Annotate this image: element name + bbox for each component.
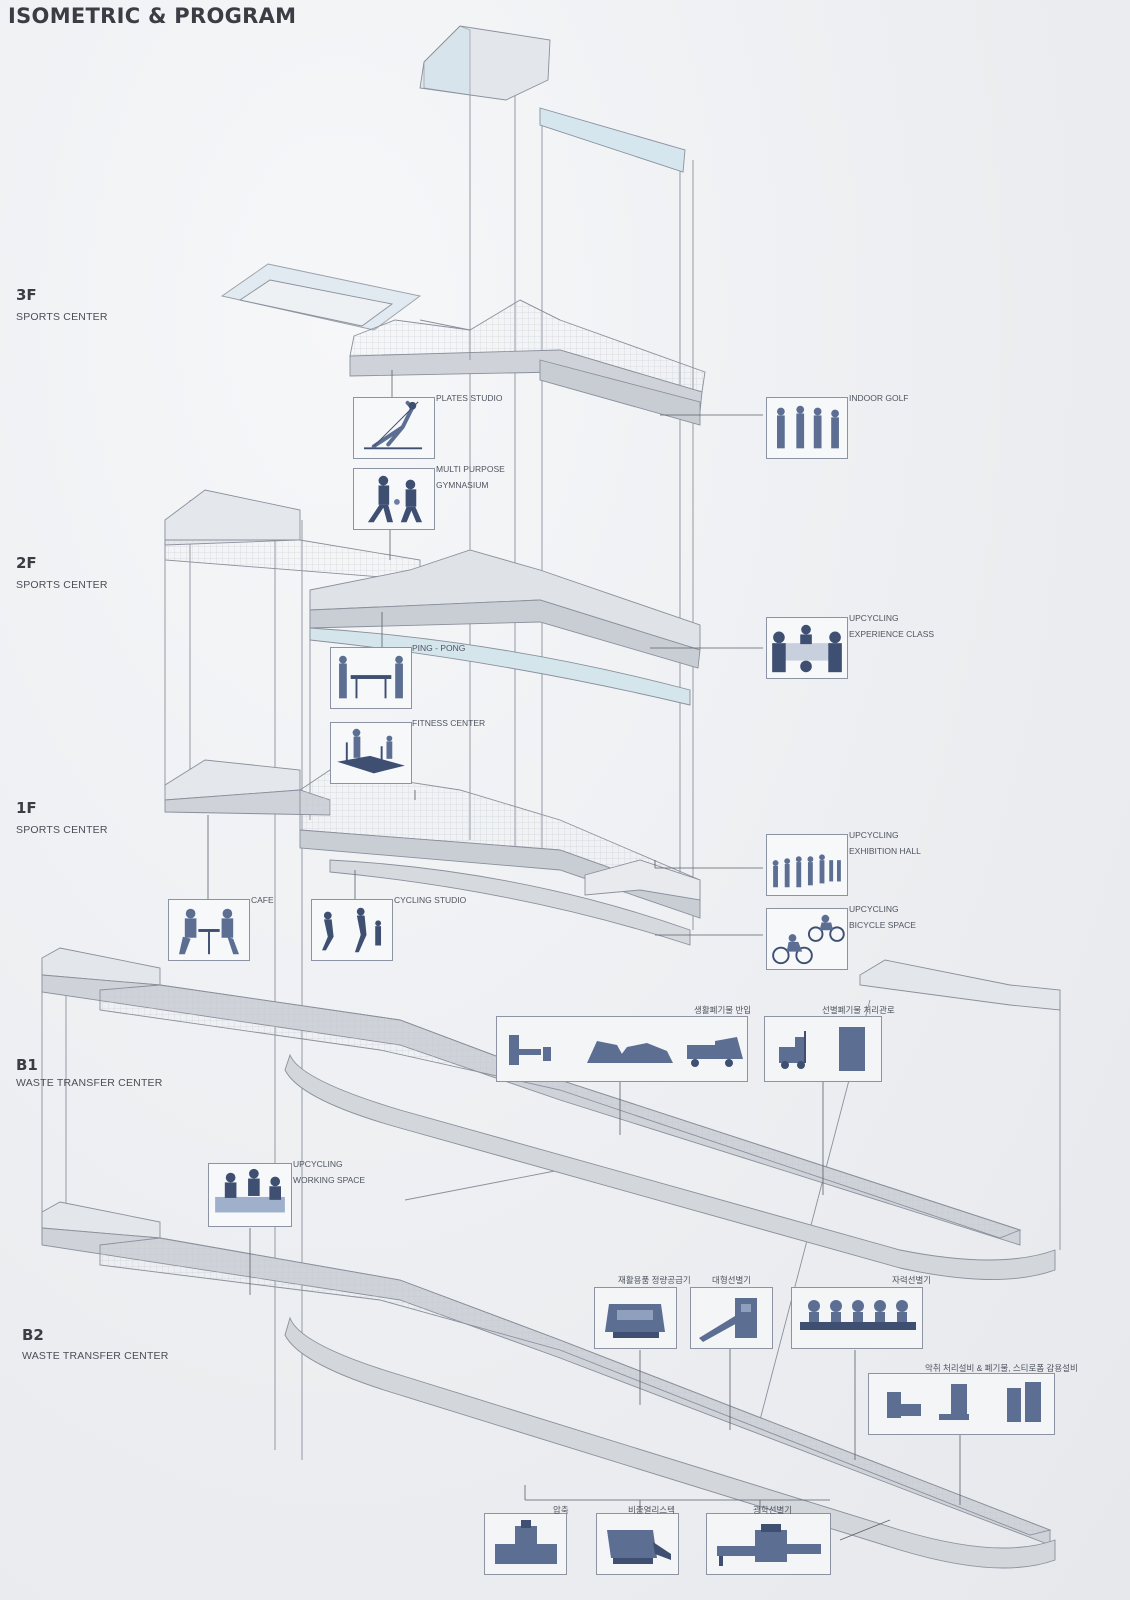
pilates-label: PLATES STUDIO: [436, 393, 503, 403]
recycling-feeder-label: 재활용품 정량공급기: [618, 1275, 691, 1285]
experience-label-line2: EXPERIENCE CLASS: [849, 629, 935, 639]
floor-2f-code: 2F: [16, 554, 37, 572]
floor-2f-name: SPORTS CENTER: [16, 579, 108, 591]
fitness-center-label: FITNESS CENTER: [412, 718, 486, 728]
household-waste-intake-label: 생활폐기물 반입: [694, 1005, 752, 1015]
floor-b1: [41, 947, 1061, 1280]
floor-3f-code: 3F: [16, 286, 37, 304]
exhibition-label-line2: EXHIBITION HALL: [849, 846, 921, 856]
floor-3f-name: SPORTS CENTER: [16, 311, 108, 323]
recycling-feeder-box: [594, 1287, 677, 1349]
floor-b1-code: B1: [16, 1056, 38, 1074]
exhibition-label-line1: UPCYCLING: [849, 830, 899, 840]
bicycle-label-line1: UPCYCLING: [849, 904, 899, 914]
experience-label-line1: UPCYCLING: [849, 613, 899, 623]
sorted-waste-loading-label: 선별폐기물 처리관로: [822, 1005, 895, 1015]
floor-b2-name: WASTE TRANSFER CENTER: [22, 1350, 169, 1362]
indoor-golf-photo: [766, 397, 848, 459]
cycling-studio-photo: [311, 899, 393, 961]
indoor-golf-label: INDOOR GOLF: [849, 393, 909, 403]
large-sorter-label: 대형선별기: [712, 1275, 752, 1285]
compression-label: 압축: [553, 1505, 569, 1515]
floor-1f: [164, 759, 701, 946]
core-lines: [41, 90, 871, 1460]
floor-1f-name: SPORTS CENTER: [16, 824, 108, 836]
floor-1f-code: 1F: [16, 799, 37, 817]
experience-class-photo: [766, 617, 848, 679]
ping-pong-label: PING - PONG: [412, 643, 466, 653]
pilates-photo: [353, 397, 435, 459]
sorted-waste-loading-box: [764, 1016, 882, 1082]
gymnasium-photo: [353, 468, 435, 530]
ping-pong-photo: [330, 647, 412, 709]
odor-treatment-label: 악취 처리설비 & 폐기물, 스티로폼 감용설비: [925, 1363, 1078, 1373]
bicycle-label-line2: BICYCLE SPACE: [849, 920, 916, 930]
floor-b1-name: WASTE TRANSFER CENTER: [16, 1077, 163, 1089]
gym-label-line1: MULTI PURPOSE: [436, 464, 505, 474]
floor-b2: [41, 1201, 1056, 1569]
optical-sorter-box: [706, 1513, 831, 1575]
exhibition-hall-photo: [766, 834, 848, 896]
cafe-label: CAFE: [251, 895, 274, 905]
large-sorter-box: [690, 1287, 773, 1349]
gravity-sorter-label: 비중열리스텍: [628, 1505, 675, 1515]
roof-core: [419, 25, 686, 173]
gym-label-line2: GYMNASIUM: [436, 480, 489, 490]
odor-treatment-box: [868, 1373, 1055, 1435]
household-waste-intake-box: [496, 1016, 748, 1082]
bicycle-space-photo: [766, 908, 848, 970]
working-label-line2: WORKING SPACE: [293, 1175, 366, 1185]
fitness-center-photo: [330, 722, 412, 784]
compression-box: [484, 1513, 567, 1575]
gravity-sorter-box: [596, 1513, 679, 1575]
cafe-photo: [168, 899, 250, 961]
working-space-photo: [208, 1163, 292, 1227]
magnetic-sorter-box: [791, 1287, 923, 1349]
page-title: ISOMETRIC & PROGRAM: [8, 4, 297, 28]
floor-3f: [220, 263, 706, 426]
working-label-line1: UPCYCLING: [293, 1159, 343, 1169]
optical-sorter-label: 광학선별기: [753, 1505, 793, 1515]
floor-b2-code: B2: [22, 1326, 44, 1344]
cycling-studio-label: CYCLING STUDIO: [394, 895, 467, 905]
magnetic-sorter-label: 자력선별기: [892, 1275, 932, 1285]
